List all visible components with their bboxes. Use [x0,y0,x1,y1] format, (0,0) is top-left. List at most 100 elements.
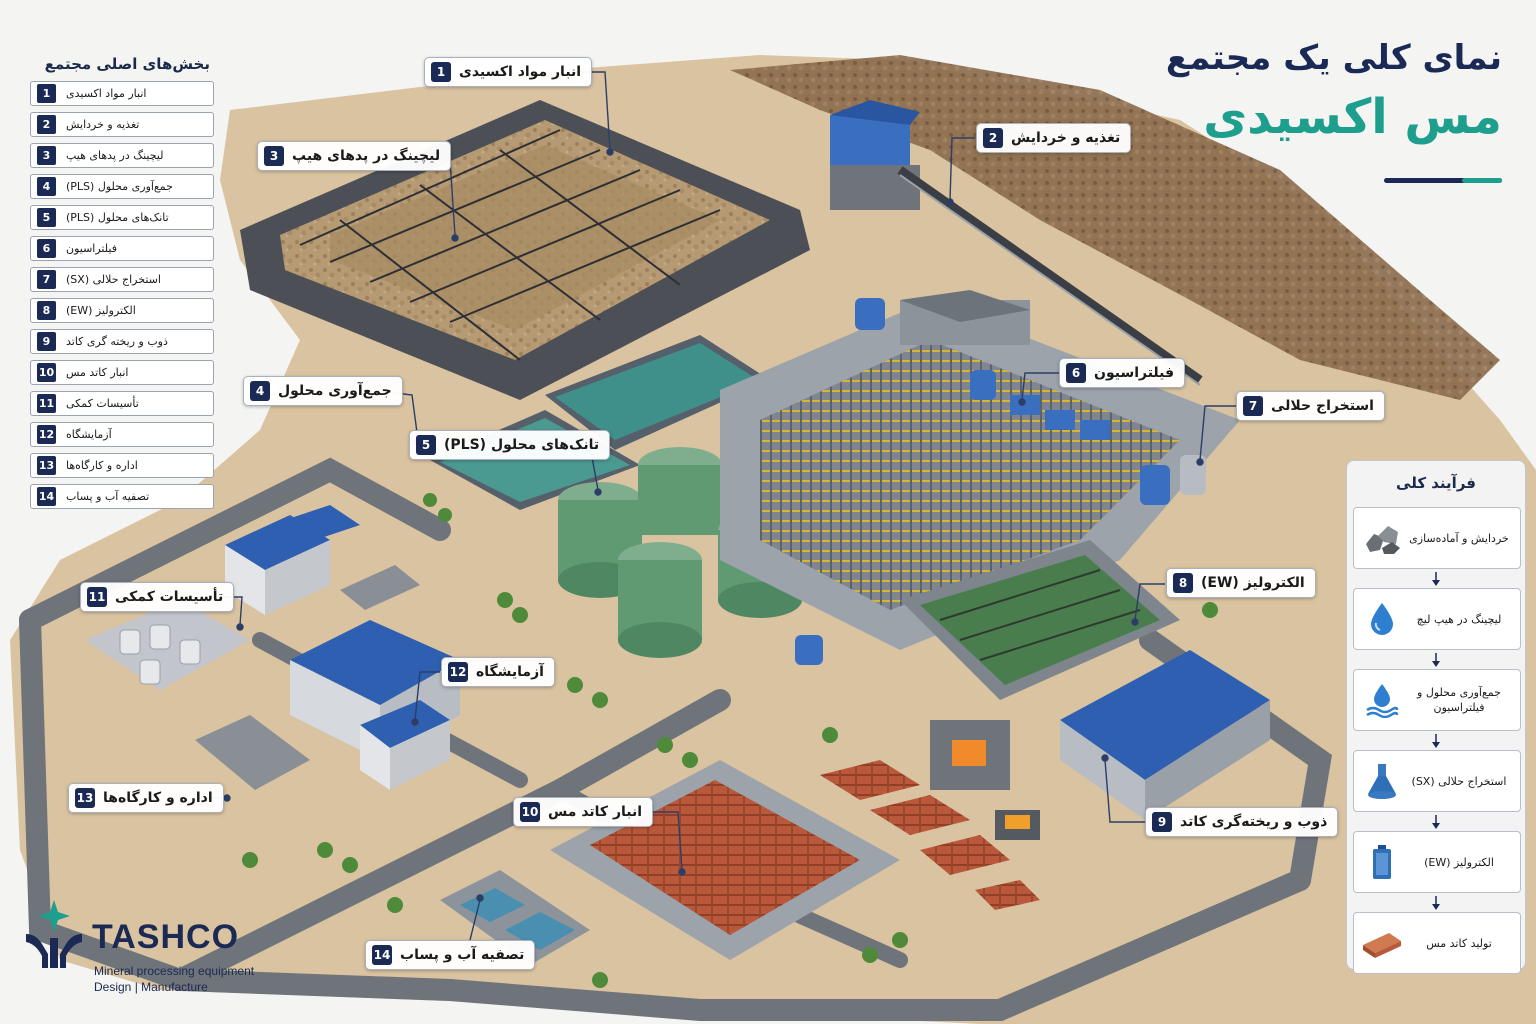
process-step-label: خردایش و آماده‌سازی [1409,531,1509,545]
legend-label: انبار مواد اکسیدی [66,87,147,100]
legend-label: تغذیه و خردایش [66,118,140,131]
legend-label: اداره و کارگاه‌ها [66,459,138,472]
callout-number: 4 [250,381,270,401]
legend-item: 12 آزمایشگاه [30,422,214,447]
callout-number: 7 [1243,396,1263,416]
callout-number: 14 [372,945,392,965]
legend-number: 9 [37,332,56,351]
callout-label: تانک‌های محلول (PLS) [444,437,600,453]
brand-tagline: Design | Manufacture [94,980,208,994]
page-title: نمای کلی یک مجتمع [1165,38,1502,78]
legend-number: 13 [37,456,56,475]
utilities-area [85,600,250,690]
brand-name: TASHCO [92,918,240,956]
legend-item: 2 تغذیه و خردایش [30,112,214,137]
legend-item: 1 انبار مواد اکسیدی [30,81,214,106]
callout-number: 1 [431,62,451,82]
legend-title: بخش‌های اصلی مجتمع [44,55,210,73]
callout-label: ذوب و ریخته‌گری کاتد [1180,814,1328,830]
office-buildings [225,505,450,790]
droplet-water-icon [1360,678,1404,722]
callout-number: 13 [75,788,95,808]
legend-label: استخراج حلالی (SX) [66,273,161,286]
callout-label: فیلتراسیون [1094,365,1175,381]
copper-ingots [820,760,1040,910]
callout-label: انبار مواد اکسیدی [459,64,582,80]
callout-label: انبار کاتد مس [548,804,643,820]
road-network [19,457,1332,1021]
callout-pls-tanks: 5 تانک‌های محلول (PLS) [409,430,611,460]
brand-logo: TASHCO Mineral processing equipment Desi… [22,898,282,998]
callout-label: تأسیسات کمکی [115,589,224,605]
legend-label: فیلتراسیون [66,242,117,255]
legend-number: 2 [37,115,56,134]
callout-oxide-stockpile: 1 انبار مواد اکسیدی [424,57,593,87]
brand-tagline: Mineral processing equipment [94,964,255,978]
flask-icon [1360,759,1404,803]
battery-cell-icon [1360,840,1404,884]
down-arrow-icon [1353,893,1519,912]
callout-label: لیچینگ در پدهای هیپ [292,148,441,164]
legend-number: 1 [37,84,56,103]
parking-lot [195,565,420,790]
callout-label: الکترولیز (EW) [1201,575,1305,591]
process-step-label: تولید کاتد مس [1426,936,1492,950]
callout-label: آزمایشگاه [476,664,544,680]
callout-number: 6 [1066,363,1086,383]
copper-cathode-icon [1360,921,1404,965]
legend-item: 7 استخراج حلالی (SX) [30,267,214,292]
process-step-label: استخراج حلالی (SX) [1411,774,1507,788]
legend-item: 13 اداره و کارگاه‌ها [30,453,214,478]
page-subtitle: مس اکسیدی [1203,89,1502,145]
legend-label: تصفیه آب و پساب [66,490,150,503]
legend-item: 11 تأسیسات کمکی [30,391,214,416]
legend-label: انبار کاتد مس [66,366,129,379]
legend-label: لیچینگ در پدهای هیپ [66,149,164,162]
rocky-hill [730,55,1500,400]
droplet-icon [1360,597,1404,641]
process-panel: فرآیند کلی خردایش و آماده‌سازی لیچینگ در… [1346,460,1526,974]
legend-label: جمع‌آوری محلول (PLS) [66,180,173,193]
crushing-plant [830,100,1203,386]
legend-item: 10 انبار کاتد مس [30,360,214,385]
legend-number: 7 [37,270,56,289]
ore-rocks-icon [1360,516,1404,560]
casting-building [930,650,1270,840]
down-arrow-icon [1353,650,1519,669]
process-step: تولید کاتد مس [1353,912,1521,974]
callout-label: اداره و کارگاه‌ها [103,790,213,806]
legend-number: 10 [37,363,56,382]
legend-number: 5 [37,208,56,227]
legend-number: 6 [37,239,56,258]
legend-number: 14 [37,487,56,506]
callout-number: 5 [416,435,436,455]
process-title: فرآیند کلی [1396,474,1476,492]
callout-number: 11 [87,587,107,607]
callout-label: تغذیه و خردایش [1011,130,1121,146]
process-step: جمع‌آوری محلول و فیلتراسیون [1353,669,1521,731]
callout-solution-collection: 4 جمع‌آوری محلول [243,376,403,406]
tashco-logo-icon [26,900,82,968]
callout-offices: 13 اداره و کارگاه‌ها [68,783,224,813]
process-step: استخراج حلالی (SX) [1353,750,1521,812]
legend-label: الکترولیز (EW) [66,304,136,317]
legend-label: تأسیسات کمکی [66,397,139,410]
legend-number: 12 [37,425,56,444]
legend-number: 11 [37,394,56,413]
legend-label: آزمایشگاه [66,428,112,441]
callout-label: جمع‌آوری محلول [278,383,392,399]
heap-leach-pad [240,100,810,400]
process-step: خردایش و آماده‌سازی [1353,507,1521,569]
